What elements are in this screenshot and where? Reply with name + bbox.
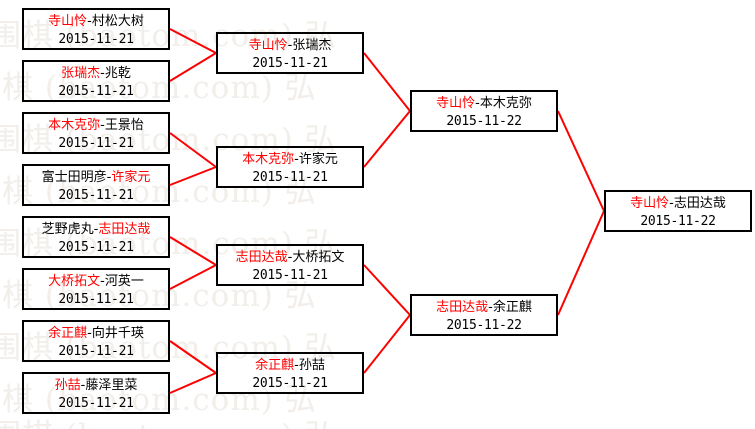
- player-loser: 藤泽里菜: [85, 378, 138, 393]
- match-players: 孙喆-藤泽里菜: [24, 377, 168, 395]
- player-winner: 志田达哉: [98, 222, 151, 237]
- player-winner: 志田达哉: [235, 250, 288, 265]
- match-date: 2015-11-21: [58, 188, 134, 203]
- match-date: 2015-11-21: [58, 240, 134, 255]
- match-date: 2015-11-22: [446, 114, 522, 129]
- player-winner: 寺山怜: [436, 96, 476, 111]
- player-winner: 志田达哉: [436, 300, 489, 315]
- player-separator: -: [475, 96, 480, 111]
- match-players: 芝野虎丸-志田达哉: [24, 221, 168, 239]
- player-winner: 寺山怜: [48, 14, 88, 29]
- match-date: 2015-11-21: [58, 32, 134, 47]
- match-date: 2015-11-21: [58, 344, 134, 359]
- player-winner: 张瑞杰: [61, 66, 101, 81]
- match-date: 2015-11-21: [58, 292, 134, 307]
- match-date: 2015-11-21: [252, 170, 328, 185]
- player-separator: -: [87, 14, 92, 29]
- player-winner: 本木克弥: [48, 118, 101, 133]
- player-separator: -: [287, 250, 293, 265]
- player-loser: 富士田明彦: [41, 170, 107, 185]
- player-separator: -: [488, 300, 493, 315]
- player-loser: 志田达哉: [673, 196, 726, 211]
- player-loser: 余正麒: [492, 300, 532, 315]
- match-date: 2015-11-22: [446, 318, 522, 333]
- match-players: 志田达哉-大桥拓文: [218, 249, 362, 267]
- player-winner: 寺山怜: [630, 196, 670, 211]
- match-date: 2015-11-21: [58, 136, 134, 151]
- player-loser: 本木克弥: [479, 96, 532, 111]
- player-loser: 河英一: [104, 274, 144, 289]
- player-separator: -: [294, 358, 299, 373]
- match-players: 张瑞杰-兆乾: [24, 65, 168, 83]
- player-loser: 张瑞杰: [292, 38, 332, 53]
- player-separator: -: [87, 326, 92, 341]
- match-players: 寺山怜-村松大树: [24, 13, 168, 31]
- player-loser: 芝野虎丸: [41, 222, 94, 237]
- player-separator: -: [80, 378, 86, 393]
- match-players: 余正麒-孙喆: [218, 357, 362, 375]
- player-separator: -: [294, 152, 299, 167]
- player-separator: -: [669, 196, 674, 211]
- player-loser: 王景怡: [104, 118, 144, 133]
- match-date: 2015-11-22: [640, 214, 716, 229]
- player-winner: 孙喆: [54, 378, 81, 393]
- player-separator: -: [106, 170, 112, 185]
- player-winner: 许家元: [111, 170, 151, 185]
- match-players: 志田达哉-余正麒: [412, 299, 556, 317]
- match-players: 大桥拓文-河英一: [24, 273, 168, 291]
- player-winner: 本木克弥: [242, 152, 295, 167]
- match-players: 本木克弥-王景怡: [24, 117, 168, 135]
- match-players: 余正麒-向井千瑛: [24, 325, 168, 343]
- match-players: 寺山怜-志田达哉: [606, 195, 750, 213]
- player-loser: 大桥拓文: [292, 250, 345, 265]
- player-loser: 许家元: [298, 152, 338, 167]
- player-separator: -: [100, 118, 105, 133]
- player-winner: 余正麒: [255, 358, 295, 373]
- match-players: 本木克弥-许家元: [218, 151, 362, 169]
- match-date: 2015-11-21: [58, 396, 134, 411]
- match-players: 寺山怜-张瑞杰: [218, 37, 362, 55]
- match-date: 2015-11-21: [252, 376, 328, 391]
- player-winner: 寺山怜: [248, 38, 288, 53]
- player-loser: 村松大树: [91, 14, 144, 29]
- match-players: 富士田明彦-许家元: [24, 169, 168, 187]
- player-separator: -: [93, 222, 99, 237]
- player-separator: -: [287, 38, 293, 53]
- player-loser: 兆乾: [104, 66, 131, 81]
- player-loser: 向井千瑛: [91, 326, 144, 341]
- player-winner: 余正麒: [48, 326, 88, 341]
- match-players: 寺山怜-本木克弥: [412, 95, 556, 113]
- match-date: 2015-11-21: [252, 56, 328, 71]
- player-separator: -: [100, 66, 105, 81]
- match-date: 2015-11-21: [252, 268, 328, 283]
- player-loser: 孙喆: [298, 358, 325, 373]
- player-winner: 大桥拓文: [48, 274, 101, 289]
- match-date: 2015-11-21: [58, 84, 134, 99]
- player-separator: -: [100, 274, 105, 289]
